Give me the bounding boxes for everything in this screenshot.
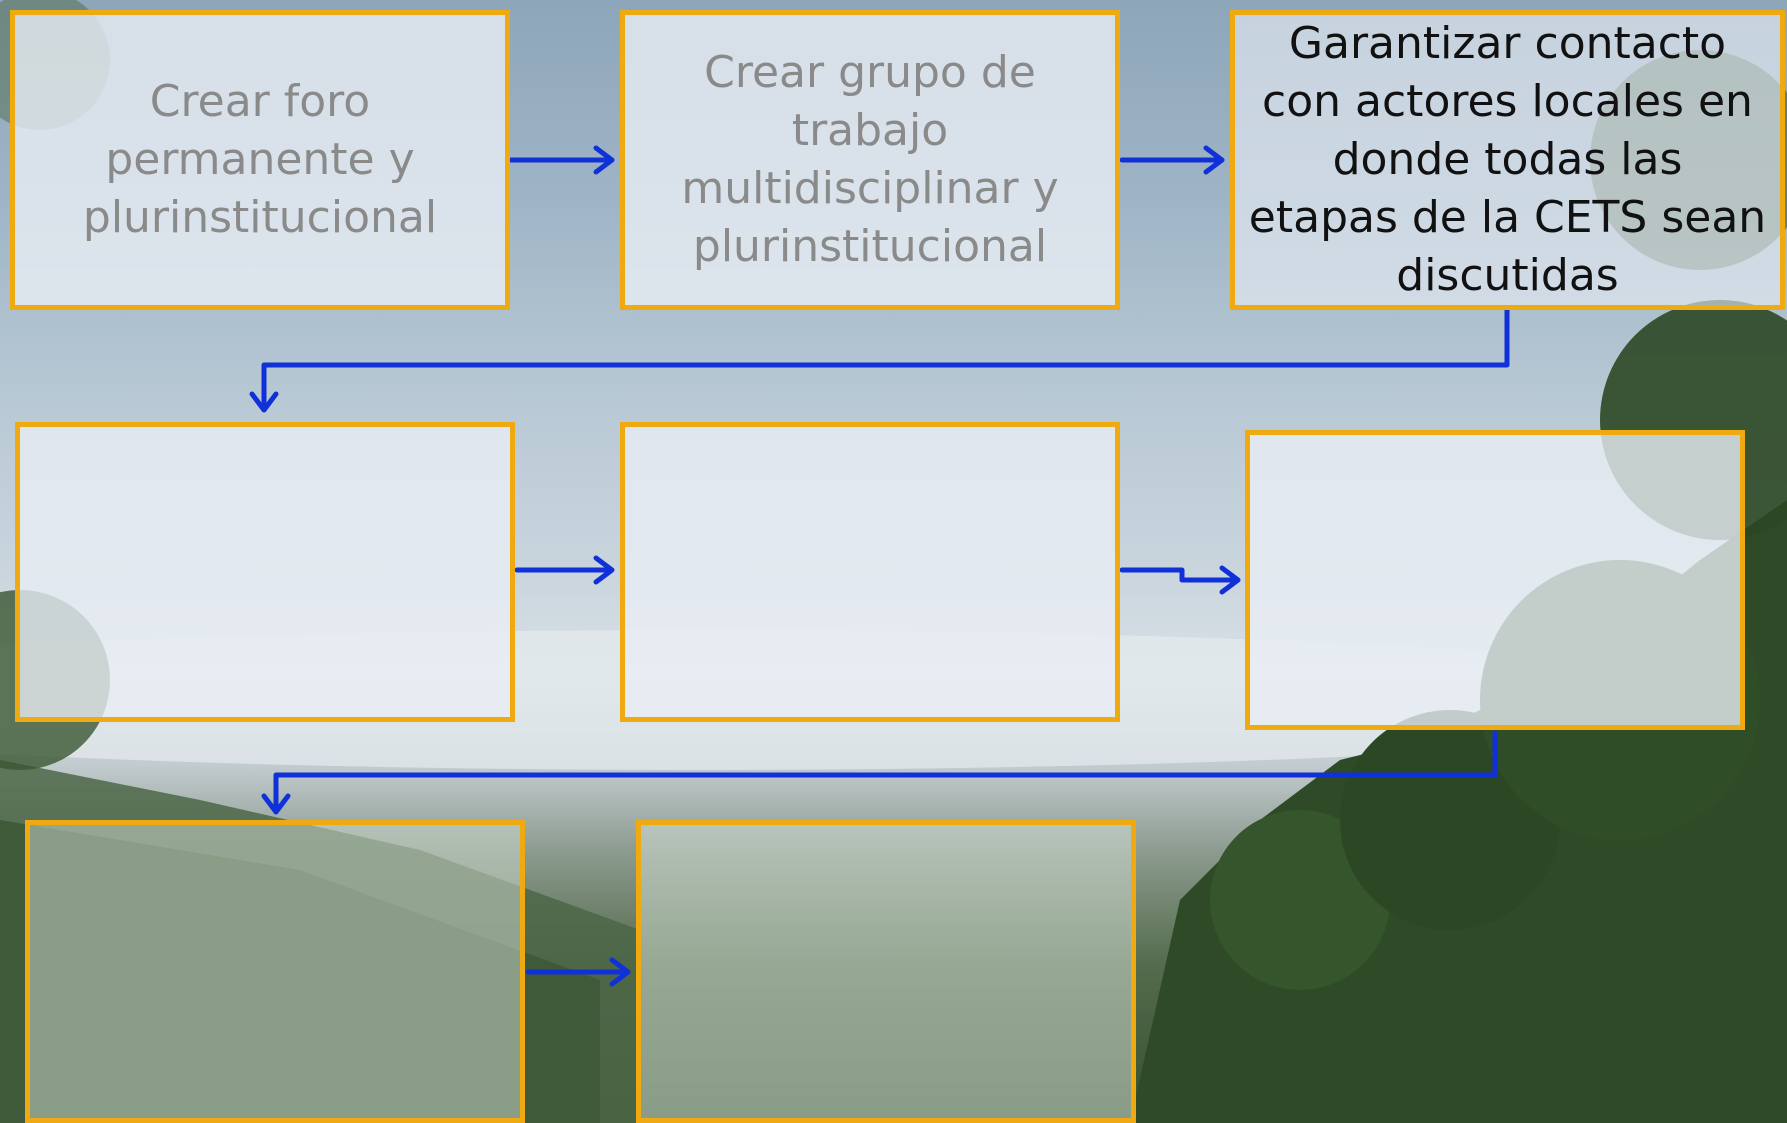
arrow-step3-to-step4 xyxy=(249,307,1510,413)
flow-step-6 xyxy=(1245,430,1745,730)
arrow-step5-to-step6 xyxy=(1119,565,1241,595)
flow-step-7 xyxy=(25,820,525,1123)
flow-step-1: Crear foro permanente y plurinstituciona… xyxy=(10,10,510,310)
flow-step-4 xyxy=(15,422,515,722)
flow-step-1-label: Crear foro permanente y plurinstituciona… xyxy=(82,76,438,243)
flow-step-3: Garantizar contacto con actores locales … xyxy=(1230,10,1785,310)
flow-step-5 xyxy=(620,422,1120,722)
flow-step-8 xyxy=(636,820,1136,1123)
flow-step-2: Crear grupo de trabajo multidisciplinar … xyxy=(620,10,1120,310)
arrow-step6-to-step7 xyxy=(261,730,1498,815)
arrow-step2-to-step3 xyxy=(1119,145,1225,175)
flow-step-3-label: Garantizar contacto con actores locales … xyxy=(1248,18,1767,301)
flow-step-2-label: Crear grupo de trabajo multidisciplinar … xyxy=(681,47,1059,272)
arrow-step7-to-step8 xyxy=(525,957,631,987)
arrow-step4-to-step5 xyxy=(514,555,615,585)
arrow-step1-to-step2 xyxy=(507,145,615,175)
